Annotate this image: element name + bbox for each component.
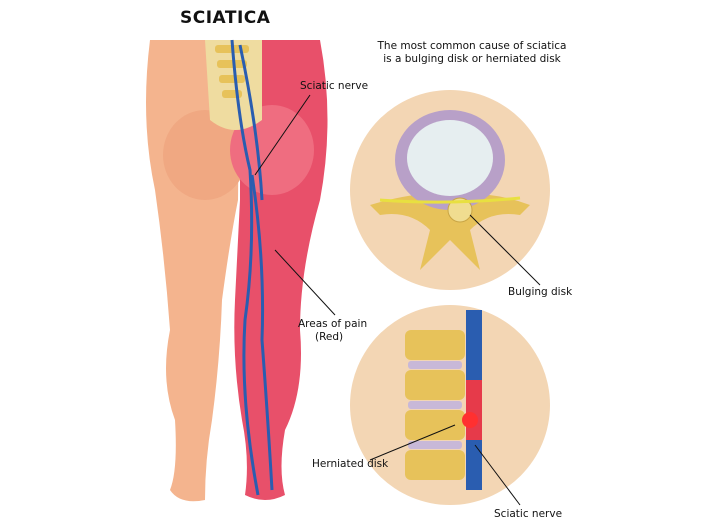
leader-lines bbox=[254, 94, 541, 506]
herniated-disk-illustration bbox=[350, 305, 550, 505]
caption: The most common cause of sciatica is a b… bbox=[352, 40, 592, 66]
label-herniated-disk: Herniated disk bbox=[312, 458, 389, 470]
caption-line-1: The most common cause of sciatica bbox=[377, 40, 567, 52]
label-sciatic-nerve-top: Sciatic nerve bbox=[300, 80, 369, 92]
sciatic-nerve-path bbox=[230, 39, 274, 496]
label-sciatic-nerve-bottom: Sciatic nerve bbox=[494, 508, 563, 520]
caption-line-2: is a bulging disk or herniated disk bbox=[383, 53, 561, 65]
bulging-disk-illustration bbox=[350, 90, 550, 290]
label-areas-of-pain-red: (Red) bbox=[315, 331, 344, 343]
title: SCIATICA bbox=[180, 8, 271, 28]
label-areas-of-pain: Areas of pain bbox=[298, 318, 368, 330]
label-bulging-disk: Bulging disk bbox=[508, 286, 573, 298]
